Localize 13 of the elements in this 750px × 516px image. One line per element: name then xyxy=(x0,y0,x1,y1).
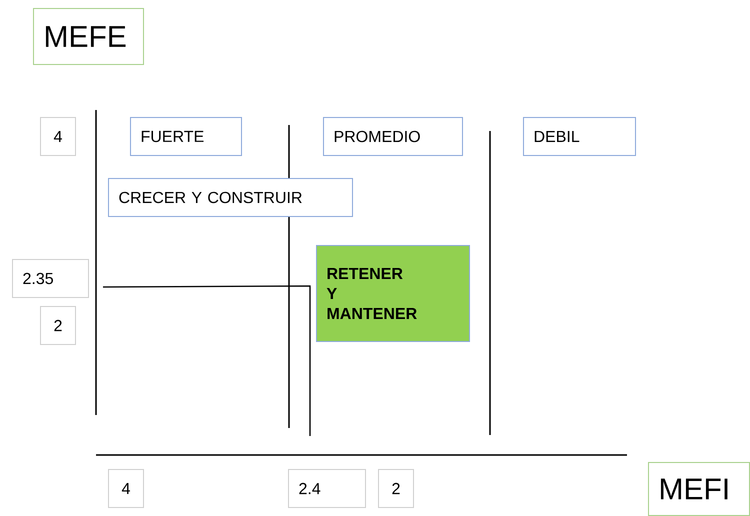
score-box: 4 xyxy=(40,117,76,156)
category-box: DEBIL xyxy=(523,117,636,156)
score-title-box: MEFE xyxy=(33,8,144,65)
category-box: PROMEDIO xyxy=(323,117,463,156)
category-box: FUERTE xyxy=(130,117,242,156)
score-box: 2.4 xyxy=(288,469,366,508)
score-box: 2.35 xyxy=(12,259,89,298)
score-box: 2 xyxy=(378,469,414,508)
category-box: CRECER Y CONSTRUIR xyxy=(108,178,353,217)
score-box: 4 xyxy=(108,469,144,508)
score-title-box: MEFI xyxy=(648,462,750,516)
score-box: 2 xyxy=(40,306,76,345)
strategy-box: RETENER Y MANTENER xyxy=(316,245,470,342)
